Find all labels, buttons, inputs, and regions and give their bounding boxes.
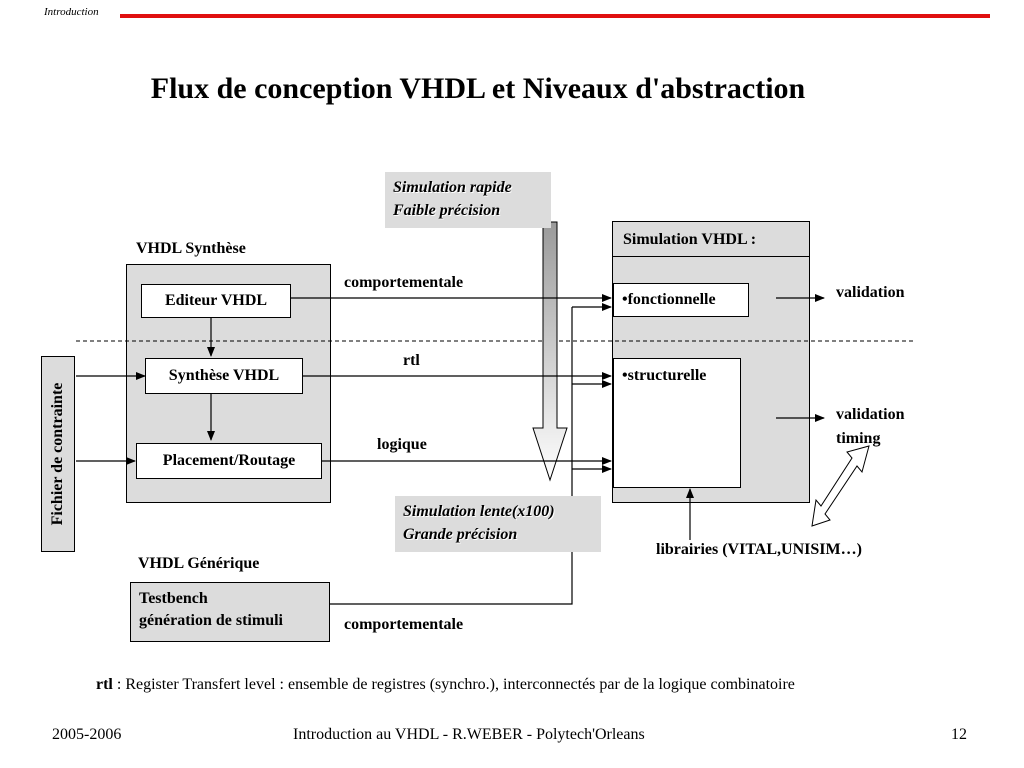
simulation-lente-line2: Grande précision	[403, 526, 518, 543]
footnote-text: : Register Transfert level : ensemble de…	[112, 676, 795, 693]
validation-timing-label: validation timing	[836, 403, 904, 451]
footnote-term: rtl	[96, 676, 113, 693]
simulation-vhdl-divider	[612, 256, 810, 257]
fichier-contrainte-box: Fichier de contrainte	[41, 356, 75, 552]
testbench-subtitle: génération de stimuli	[139, 612, 283, 629]
flow-label-logique: logique	[377, 436, 427, 453]
simulation-rapide-line2: Faible précision	[393, 202, 501, 219]
simulation-rapide-line1: Simulation rapide	[393, 179, 512, 196]
slide-title: Flux de conception VHDL et Niveaux d'abs…	[150, 72, 806, 105]
testbench-title: Testbench	[139, 590, 208, 607]
synthese-vhdl-box: Synthèse VHDL	[145, 358, 303, 394]
validation-timing-line2: timing	[836, 430, 881, 447]
editeur-vhdl-box: Editeur VHDL	[141, 284, 291, 318]
simulation-lente-note: Simulation lente(x100) Grande précision	[395, 496, 601, 552]
flow-label-comportementale-testbench: comportementale	[344, 616, 464, 633]
simulation-lente-line1: Simulation lente(x100)	[403, 503, 555, 520]
testbench-connector	[330, 307, 573, 605]
testbench-box: Testbench génération de stimuli	[130, 582, 330, 642]
validation-timing-line1: validation	[836, 406, 905, 423]
structurelle-label: •structurelle	[622, 367, 707, 384]
placement-routage-box: Placement/Routage	[136, 443, 322, 479]
rtl-footnote: rtl : Register Transfert level : ensembl…	[96, 676, 795, 694]
footer-date: 2005-2006	[52, 726, 122, 743]
page-number: 12	[951, 726, 967, 743]
structurelle-box: •structurelle	[613, 358, 741, 488]
flow-label-rtl: rtl	[403, 352, 420, 369]
footer-center: Introduction au VHDL - R.WEBER - Polytec…	[293, 726, 645, 743]
synthese-group-label: VHDL Synthèse	[136, 240, 246, 257]
fonctionnelle-label: •fonctionnelle	[622, 291, 716, 308]
simulation-rapide-note: Simulation rapide Faible précision	[385, 172, 551, 228]
flow-label-comportementale: comportementale	[344, 274, 464, 291]
simulation-vhdl-label: Simulation VHDL :	[623, 231, 757, 248]
speed-arrow	[532, 221, 568, 482]
validation-label: validation	[836, 284, 905, 301]
generique-label: VHDL Générique	[138, 555, 260, 572]
librairies-label: librairies (VITAL,UNISIM…)	[656, 541, 862, 558]
fonctionnelle-box: •fonctionnelle	[613, 283, 749, 317]
section-label: Introduction	[44, 6, 99, 18]
header-rule	[120, 14, 990, 18]
double-arrow-timing	[811, 445, 870, 527]
